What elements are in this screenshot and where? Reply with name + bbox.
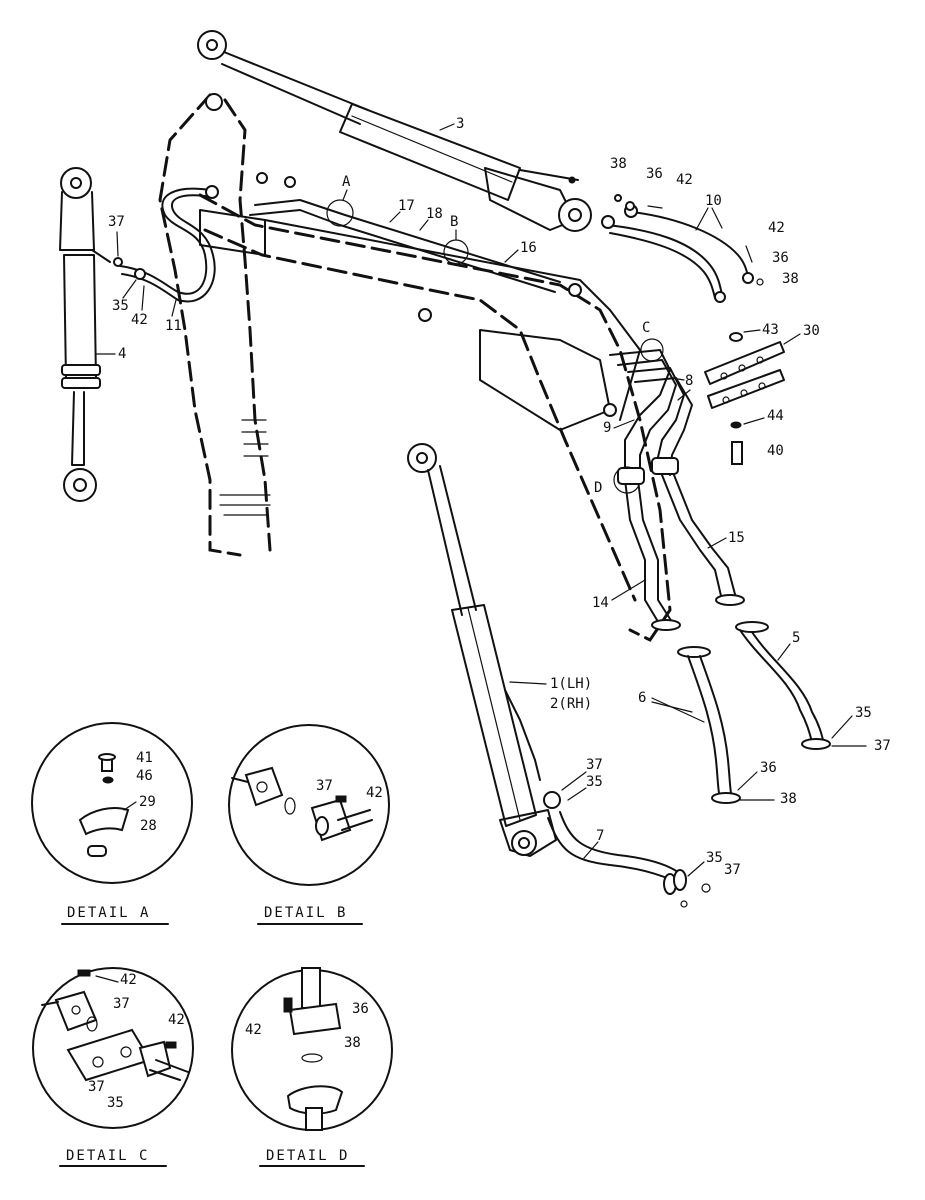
part-label-36-hose6: 36 bbox=[760, 760, 777, 776]
part-label-38-top: 38 bbox=[610, 156, 627, 172]
part-label-38-right: 38 bbox=[782, 271, 799, 287]
pipes-16-17-18 bbox=[249, 172, 561, 293]
part-label-10: 10 bbox=[705, 193, 722, 209]
part-label-8: 8 bbox=[685, 373, 693, 389]
cylinder-4 bbox=[59, 167, 111, 502]
part-label-35-hose7-top: 35 bbox=[586, 774, 603, 790]
detail-a-title: DETAIL A bbox=[67, 905, 150, 921]
detail-a-label-28: 28 bbox=[140, 818, 157, 834]
detail-a-label-46: 46 bbox=[136, 768, 153, 784]
part-label-40: 40 bbox=[767, 443, 784, 459]
detail-c-label-37-bottom: 37 bbox=[88, 1079, 105, 1095]
pipes-8-9 bbox=[609, 349, 693, 476]
part-label-3: 3 bbox=[456, 116, 464, 132]
clamp-30 bbox=[704, 332, 785, 465]
part-label-37-hose7-top: 37 bbox=[586, 757, 603, 773]
part-label-11: 11 bbox=[165, 318, 182, 334]
part-label-36-right: 36 bbox=[772, 250, 789, 266]
part-label-37-hose7-end: 37 bbox=[724, 862, 741, 878]
detail-c-label-42-top: 42 bbox=[120, 972, 137, 988]
detail-c-label-35: 35 bbox=[107, 1095, 124, 1111]
cylinder-1-2 bbox=[407, 443, 557, 857]
part-label-42-right: 42 bbox=[768, 220, 785, 236]
part-label-16: 16 bbox=[520, 240, 537, 256]
detail-a-label-41: 41 bbox=[136, 750, 153, 766]
arm bbox=[158, 93, 272, 557]
detail-d-label-42: 42 bbox=[245, 1022, 262, 1038]
part-label-4: 4 bbox=[118, 346, 126, 362]
detail-d-label-38: 38 bbox=[344, 1035, 361, 1051]
part-label-7: 7 bbox=[596, 828, 604, 844]
part-label-9: 9 bbox=[603, 420, 611, 436]
callout-d: D bbox=[594, 480, 602, 496]
detail-b-label-37: 37 bbox=[316, 778, 333, 794]
hose-5 bbox=[735, 621, 831, 750]
boom bbox=[198, 193, 672, 642]
part-label-17: 17 bbox=[398, 198, 415, 214]
part-label-38-hose6: 38 bbox=[780, 791, 797, 807]
part-label-5: 5 bbox=[792, 630, 800, 646]
callout-a: A bbox=[342, 174, 351, 190]
part-label-2: 2(RH) bbox=[550, 696, 592, 712]
pipes-14-15 bbox=[617, 457, 745, 631]
part-label-36-top: 36 bbox=[646, 166, 663, 182]
part-label-14: 14 bbox=[592, 595, 609, 611]
hose-7 bbox=[543, 791, 687, 895]
callout-c: C bbox=[642, 320, 650, 336]
part-label-42-top: 42 bbox=[676, 172, 693, 188]
part-label-35-hose7-end: 35 bbox=[706, 850, 723, 866]
detail-a bbox=[31, 722, 193, 884]
detail-c-title: DETAIL C bbox=[66, 1148, 149, 1164]
part-label-35-cyl4: 35 bbox=[112, 298, 129, 314]
part-label-15: 15 bbox=[728, 530, 745, 546]
part-label-37-hose5: 37 bbox=[874, 738, 891, 754]
detail-c bbox=[32, 967, 194, 1129]
detail-a-label-29: 29 bbox=[139, 794, 156, 810]
part-label-35-hose5: 35 bbox=[855, 705, 872, 721]
hose-6 bbox=[677, 646, 741, 804]
cylinder-3 bbox=[197, 30, 592, 232]
detail-b-label-42: 42 bbox=[366, 785, 383, 801]
part-label-44: 44 bbox=[767, 408, 784, 424]
detail-b bbox=[228, 724, 390, 886]
hose-10 bbox=[601, 204, 754, 303]
part-label-6: 6 bbox=[638, 690, 646, 706]
detail-d-label-36: 36 bbox=[352, 1001, 369, 1017]
hose-11 bbox=[119, 185, 219, 303]
detail-c-label-37-top: 37 bbox=[113, 996, 130, 1012]
part-label-42-cyl4: 42 bbox=[131, 312, 148, 328]
part-label-30: 30 bbox=[803, 323, 820, 339]
callout-b: B bbox=[450, 214, 458, 230]
detail-b-title: DETAIL B bbox=[264, 905, 347, 921]
part-label-1: 1(LH) bbox=[550, 676, 592, 692]
part-label-37-cyl4: 37 bbox=[108, 214, 125, 230]
detail-c-label-42-right: 42 bbox=[168, 1012, 185, 1028]
detail-d-title: DETAIL D bbox=[266, 1148, 349, 1164]
part-label-43: 43 bbox=[762, 322, 779, 338]
part-label-18: 18 bbox=[426, 206, 443, 222]
detail-d bbox=[231, 967, 393, 1131]
